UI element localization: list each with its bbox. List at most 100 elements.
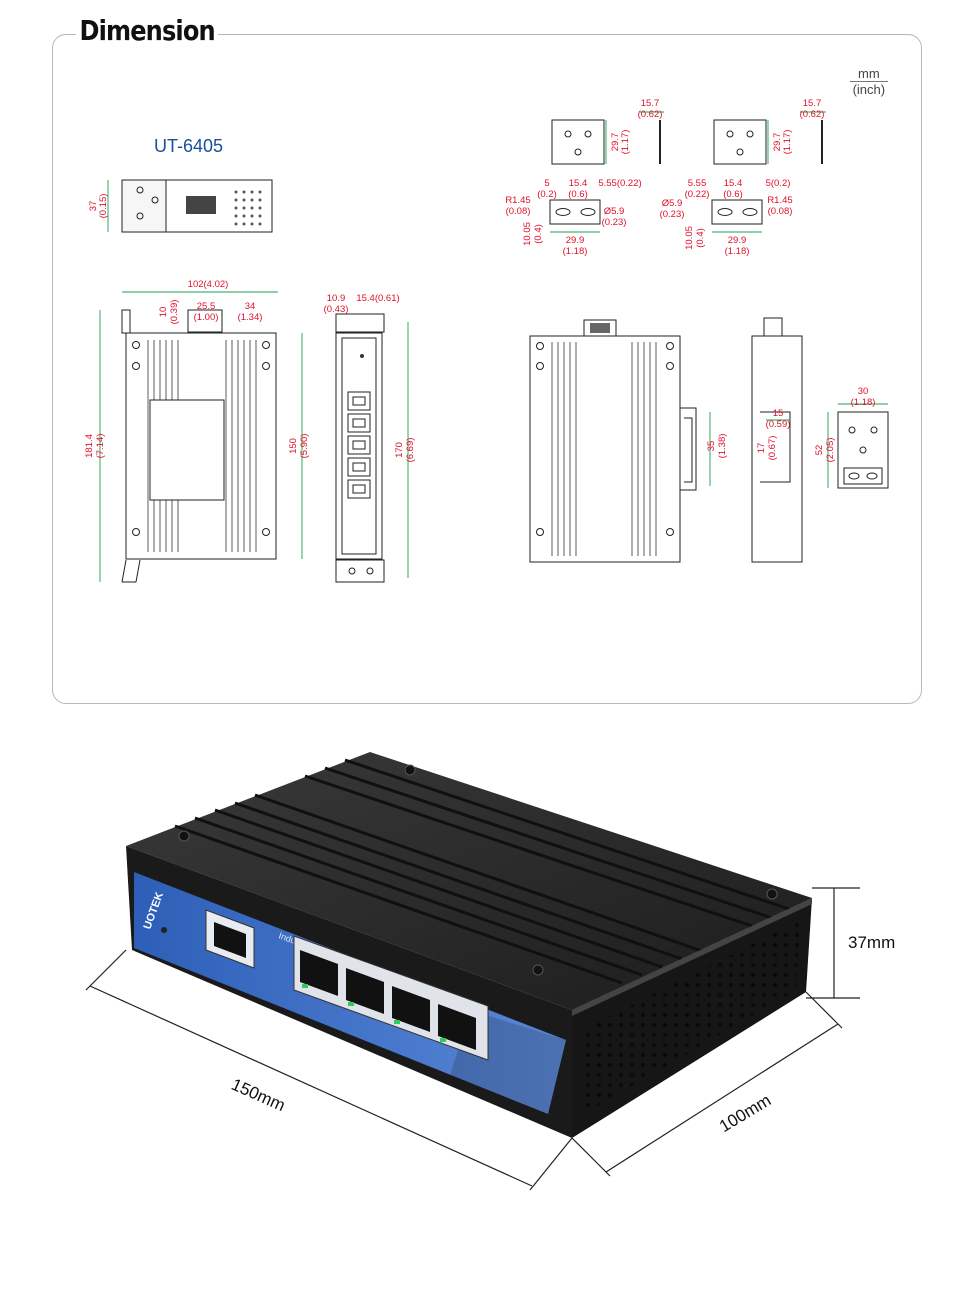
uplink-port — [205, 909, 255, 969]
section-title: Dimension — [76, 14, 219, 47]
top-view: 37 (0.15) — [88, 179, 273, 233]
dim-label: 29.7 — [772, 133, 783, 152]
top-view-clip — [121, 179, 167, 233]
dim-label: 29.9 — [566, 235, 585, 246]
dim-label: (0.4) — [533, 224, 544, 244]
dim-label: 34 — [245, 301, 256, 312]
dim-label: 10.05 — [684, 226, 695, 250]
top-view-hole — [136, 212, 144, 220]
dim-label: R1.45 — [505, 195, 530, 206]
clip-plate — [551, 119, 605, 165]
dim-label: (0.08) — [506, 206, 531, 217]
dim-label: (0.23) — [602, 217, 627, 228]
dim-label: 15 — [773, 408, 784, 419]
narrow-side-outline — [751, 335, 803, 563]
dim-label: (0.67) — [767, 436, 778, 461]
dim-label: 181.4 — [84, 434, 95, 458]
technical-drawings: 37 (0.15) 15.7 (0.62) 29.7 (1.17) 5 (0.2… — [84, 98, 889, 583]
dim-label: 17 — [756, 443, 767, 454]
dim-label: (0.62) — [638, 109, 663, 120]
unit-inch: (inch) — [852, 82, 886, 97]
label-area — [149, 399, 225, 501]
rj45-port-drawings — [347, 391, 371, 499]
side-vents — [582, 920, 800, 1116]
dim-label: (7.14) — [95, 434, 106, 459]
dim-label: 15.4 — [569, 178, 588, 189]
photo-dimension-lines — [85, 887, 860, 1191]
dim-label: 29.9 — [728, 235, 747, 246]
dim-label: (1.00) — [194, 312, 219, 323]
din-clip-left: 15.7 (0.62) 29.7 (1.17) 5 (0.2) 15.4 (0.… — [505, 98, 664, 257]
rear-view-outline — [529, 335, 681, 563]
dim-label: (0.6) — [723, 189, 743, 200]
side-view: 10.9 (0.43) 15.4(0.61) 170 (6.69) — [324, 293, 416, 583]
dim-label: 5.55(0.22) — [598, 178, 641, 189]
vent-dots — [234, 190, 262, 226]
dim-label: (5.90) — [299, 434, 310, 459]
dim-label: 5.55 — [688, 178, 707, 189]
dim-label: 35 — [706, 441, 717, 452]
top-view-hole — [151, 196, 159, 204]
dim-label: (0.39) — [169, 300, 180, 325]
din-clip-right: 15.7 (0.62) 29.7 (1.17) 5.55 (0.22) 15.4… — [660, 98, 826, 257]
dim-label: (1.38) — [717, 434, 728, 459]
dim-label: Ø5.9 — [662, 198, 683, 209]
dim-label: (1.18) — [851, 397, 876, 408]
length-label: 150mm — [228, 1075, 288, 1115]
dim-label: 29.7 — [610, 133, 621, 152]
product-photo: UOTEK Industrial Ethernet Switch — [85, 752, 895, 1191]
dim-label: 5 — [544, 178, 549, 189]
units-legend: mm (inch) — [850, 66, 888, 97]
rail-clip-view: 30 (1.18) 52 (2.05) — [814, 386, 889, 489]
rail-clip-outline — [837, 411, 889, 489]
dim-label: (0.43) — [324, 304, 349, 315]
dim-label: R1.45 — [767, 195, 792, 206]
dim-label: 52 — [814, 445, 825, 456]
dim-label: (1.17) — [620, 130, 631, 155]
side-view-outline — [335, 332, 383, 560]
dim-label: 10 — [158, 307, 169, 318]
rj45-ports — [205, 909, 489, 1061]
top-view-hole — [136, 186, 144, 194]
dim-label: 10.9 — [327, 293, 346, 304]
dim-label: (0.62) — [800, 109, 825, 120]
front-view: 102(4.02) 10 (0.39) 25.5 (1.00) 34 (1.34… — [84, 279, 310, 583]
dim-label: (6.69) — [405, 438, 416, 463]
drawing-frame — [52, 34, 922, 704]
dim-label: 5(0.2) — [766, 178, 791, 189]
dim-label: (0.59) — [766, 419, 791, 430]
unit-mm: mm — [850, 66, 888, 82]
dim-label: 170 — [394, 442, 405, 458]
width-label: 100mm — [716, 1091, 774, 1136]
dim-label: (1.34) — [238, 312, 263, 323]
dim-label: 15.4 — [724, 178, 743, 189]
dim-label: Ø5.9 — [604, 206, 625, 217]
dim-label: 10.05 — [522, 222, 533, 246]
dim-label: (0.4) — [695, 228, 706, 248]
dim-label: 150 — [288, 438, 299, 454]
dim-label: (2.05) — [825, 438, 836, 463]
dim-label: 30 — [858, 386, 869, 397]
dim-label: (0.23) — [660, 209, 685, 220]
dim-label: (0.22) — [685, 189, 710, 200]
front-view-outline — [125, 332, 277, 560]
rear-view: 35 (1.38) — [529, 319, 728, 563]
dim-label: 25.5 — [197, 301, 216, 312]
lan-ports — [293, 935, 489, 1061]
dim-label: 15.4(0.61) — [356, 293, 399, 304]
dim-label: (1.18) — [725, 246, 750, 257]
dim-label: (0.6) — [568, 189, 588, 200]
terminal-block — [186, 196, 216, 214]
dim-label: (1.18) — [563, 246, 588, 257]
height-label: 37mm — [848, 933, 895, 952]
top-fins — [174, 758, 793, 985]
model-name: UT-6405 — [154, 136, 224, 156]
dim-label: 37 — [88, 201, 99, 212]
dim-label: (1.17) — [782, 130, 793, 155]
terminal-block — [187, 309, 223, 333]
dim-label: 15.7 — [803, 98, 822, 109]
narrow-side-view: 15 (0.59) 17 (0.67) — [751, 317, 803, 563]
dim-label: (0.2) — [537, 189, 557, 200]
dim-label: (0.08) — [768, 206, 793, 217]
dim-label: 15.7 — [641, 98, 660, 109]
